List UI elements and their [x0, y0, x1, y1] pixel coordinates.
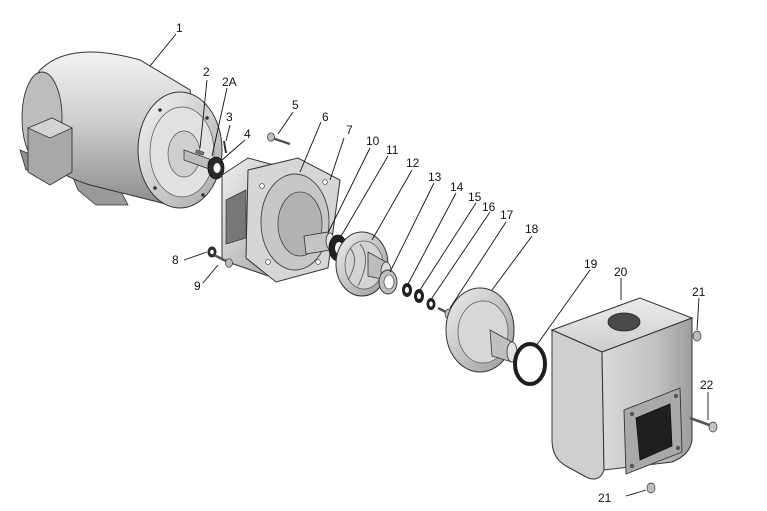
callout-1: 1	[176, 21, 183, 35]
slinger-ring	[207, 156, 225, 180]
casing-bolt-22	[689, 416, 718, 433]
suction-port	[635, 403, 673, 461]
callout-17: 17	[500, 208, 514, 222]
motor	[19, 51, 223, 209]
casing-o-ring	[513, 342, 547, 386]
bolt-9	[213, 253, 233, 268]
callout-18: 18	[525, 222, 539, 236]
callout-5: 5	[292, 98, 299, 112]
discharge-port	[607, 312, 641, 332]
callout-21-top: 21	[692, 285, 706, 299]
shaft-key	[195, 149, 205, 156]
callout-19: 19	[584, 257, 598, 271]
washer-15	[414, 289, 424, 303]
callout-6: 6	[322, 110, 329, 124]
o-ring-14	[402, 283, 412, 297]
callouts: 1 2 2A 3 4 5 6 7 10 11 12 13 14 15 16 17…	[172, 21, 714, 505]
seal-plate	[245, 157, 341, 283]
callout-2a: 2A	[222, 75, 237, 89]
callout-11: 11	[386, 143, 399, 157]
callout-15: 15	[468, 190, 482, 204]
callout-14: 14	[450, 180, 464, 194]
callout-7: 7	[346, 123, 353, 137]
diffuser	[445, 287, 518, 373]
callout-16: 16	[482, 200, 496, 214]
callout-12: 12	[406, 156, 420, 170]
adapter-bolt-5	[267, 132, 291, 146]
washer-16	[426, 298, 436, 310]
drain-plug-bottom	[646, 482, 656, 494]
callout-8: 8	[172, 253, 179, 267]
pin	[223, 140, 227, 154]
callout-13: 13	[428, 170, 442, 184]
drain-plug-top	[692, 330, 702, 342]
leader-lines	[149, 33, 709, 497]
callout-21-bottom: 21	[598, 491, 612, 505]
pump-casing	[550, 297, 694, 480]
callout-9: 9	[194, 279, 201, 293]
callout-4: 4	[244, 127, 251, 141]
callout-22: 22	[700, 378, 714, 392]
callout-10: 10	[366, 134, 380, 148]
callout-3: 3	[226, 110, 233, 124]
wear-ring	[378, 269, 398, 295]
callout-20: 20	[614, 265, 628, 279]
callout-2: 2	[203, 65, 210, 79]
